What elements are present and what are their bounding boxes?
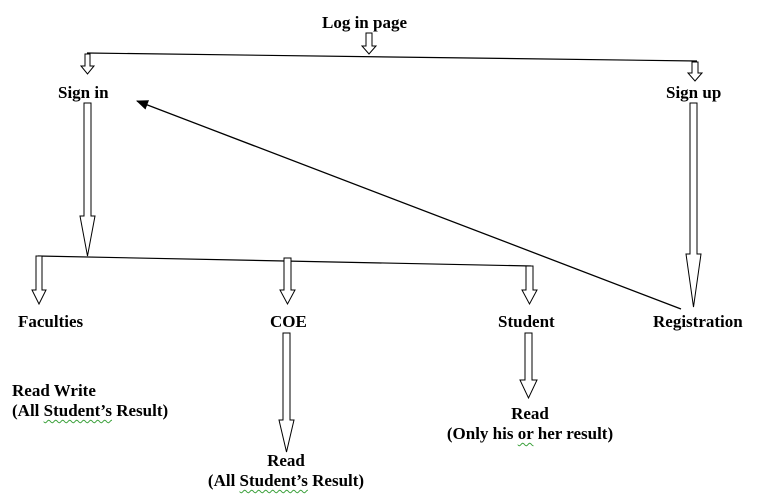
coe-access-note: Read (All Student’s Result) (206, 451, 366, 491)
sign-in-down-arrow (79, 102, 96, 257)
coe-entry-arrow (279, 257, 296, 306)
student-access-line2: (Only his or her result) (446, 424, 614, 443)
coe-access-line2: (All Student’s Result) (207, 471, 365, 490)
student-access-line1: Read (511, 404, 549, 423)
registration-label: Registration (653, 312, 743, 331)
student-entry-arrow (521, 265, 538, 306)
top-branch-line (86, 52, 698, 62)
sign-in-label: Sign in (58, 83, 109, 102)
faculties-access-line1: Read Write (12, 381, 96, 400)
faculties-entry-arrow (31, 255, 47, 306)
faculties-access-note: Read Write (All Student’s Result) (12, 381, 168, 421)
student-read-arrow (519, 332, 538, 400)
sign-in-entry-arrow (79, 53, 96, 75)
registration-to-sign-in-arrow (136, 100, 682, 310)
login-page-label: Log in page (322, 13, 408, 32)
sign-up-label: Sign up (666, 83, 722, 102)
login-down-arrow (360, 32, 378, 55)
student-access-note: Read (Only his or her result) (430, 404, 630, 444)
coe-read-arrow (278, 332, 295, 453)
faculties-access-line2: (All Student’s Result) (12, 401, 169, 420)
sign-up-entry-arrow (686, 61, 704, 82)
faculties-label: Faculties (18, 312, 84, 331)
sign-up-down-arrow (685, 102, 702, 308)
student-label: Student (498, 312, 555, 331)
coe-access-line1: Read (267, 451, 305, 470)
coe-label: COE (270, 312, 307, 331)
